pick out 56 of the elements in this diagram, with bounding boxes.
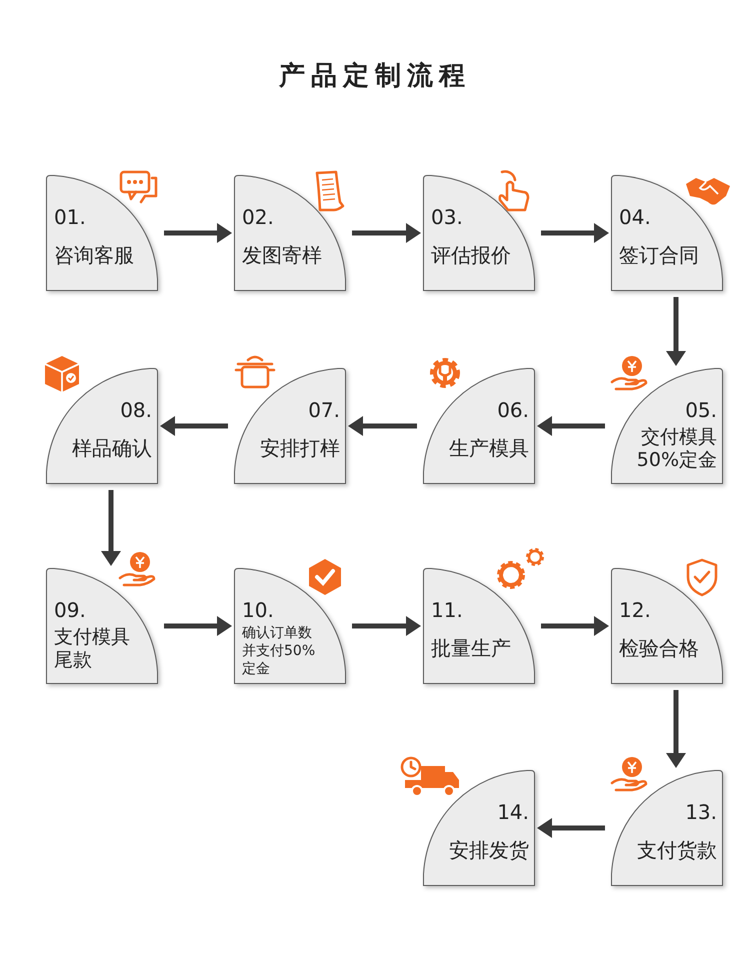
step-number: 14. <box>497 800 529 824</box>
arrow <box>160 416 228 436</box>
step-number: 05. <box>685 398 717 422</box>
arrow <box>541 223 609 243</box>
step-label: 检验合格 <box>619 636 699 660</box>
step-number: 12. <box>619 598 651 622</box>
step-label: 评估报价 <box>431 243 511 267</box>
arrow <box>164 616 232 636</box>
step-card <box>46 368 158 484</box>
step-label: 安排打样 <box>260 436 340 460</box>
step-card <box>423 175 535 291</box>
arrow <box>352 616 421 636</box>
arrow <box>666 690 686 768</box>
step-card <box>611 175 723 291</box>
step-label: 发图寄样 <box>242 243 322 267</box>
step-card <box>234 368 346 484</box>
arrow <box>164 223 232 243</box>
step-label: 支付模具尾款 <box>54 626 131 672</box>
step-label: 批量生产 <box>431 636 511 660</box>
step-number: 03. <box>431 205 463 229</box>
step-card <box>423 770 535 886</box>
arrow <box>352 223 421 243</box>
step-card <box>46 175 158 291</box>
step-card <box>234 568 346 684</box>
step-card <box>234 175 346 291</box>
step-number: 04. <box>619 205 651 229</box>
step-card <box>611 770 723 886</box>
step-number: 10. <box>242 598 274 622</box>
step-number: 09. <box>54 598 86 622</box>
step-card <box>423 568 535 684</box>
step-number: 02. <box>242 205 274 229</box>
step-label: 确认订单数并支付50%定金 <box>242 624 316 678</box>
step-card <box>611 368 723 484</box>
title: 产品定制流程 <box>278 60 472 93</box>
step-label: 交付模具50%定金 <box>636 426 717 472</box>
step-number: 08. <box>120 398 152 422</box>
step-number: 11. <box>431 598 463 622</box>
arrow <box>541 616 609 636</box>
step-number: 06. <box>497 398 529 422</box>
step-label: 生产模具 <box>449 436 529 460</box>
arrow <box>537 416 605 436</box>
step-number: 07. <box>308 398 340 422</box>
step-card <box>423 368 535 484</box>
step-label: 咨询客服 <box>54 243 134 267</box>
arrow <box>348 416 417 436</box>
step-number: 13. <box>685 800 717 824</box>
step-label: 签订合同 <box>619 243 699 267</box>
step-label: 安排发货 <box>449 838 529 862</box>
step-card <box>611 568 723 684</box>
step-label: 样品确认 <box>72 436 152 460</box>
step-label: 支付货款 <box>637 838 717 862</box>
arrow <box>101 490 121 566</box>
step-card <box>46 568 158 684</box>
arrow <box>666 297 686 366</box>
step-number: 01. <box>54 205 86 229</box>
arrow <box>537 818 605 838</box>
